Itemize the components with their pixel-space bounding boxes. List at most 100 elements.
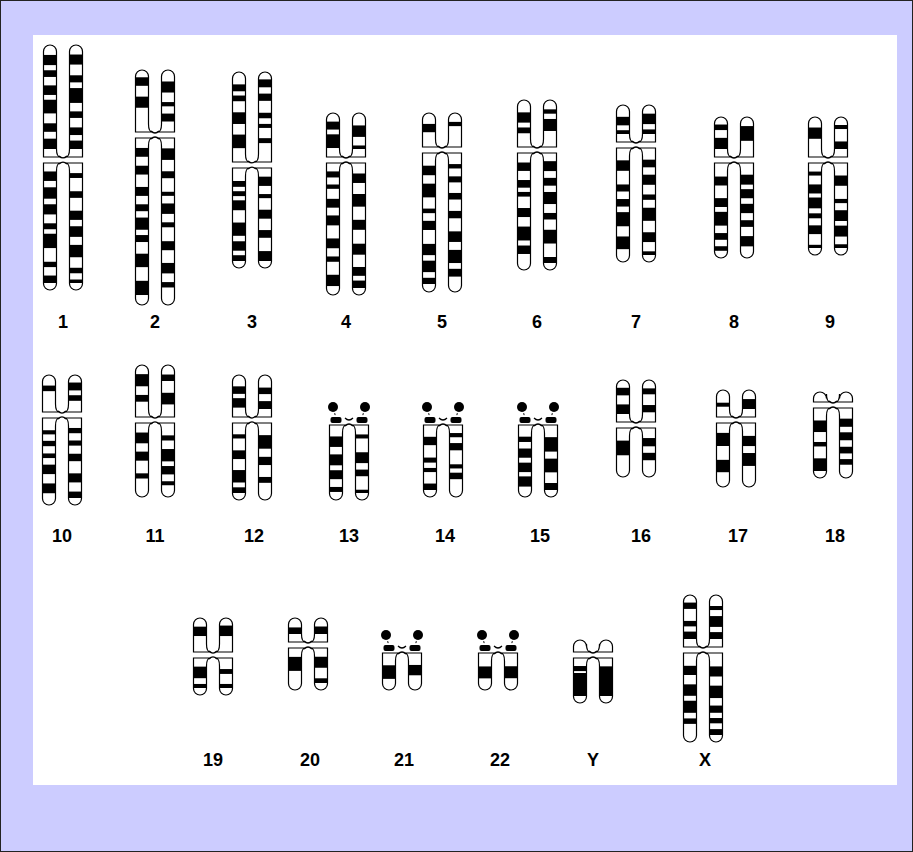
chromosome-band [717, 403, 730, 407]
chromatid-p-arm [136, 365, 153, 417]
chromatid-p-arm [44, 45, 61, 157]
chromosome-band [70, 226, 83, 237]
chromosome-band [544, 213, 557, 220]
chromosome-band [449, 269, 462, 277]
chromatid-p-arm [596, 640, 613, 652]
chromosome-band [327, 256, 340, 261]
chromosome-band [259, 210, 272, 219]
chromosome-band [315, 678, 328, 683]
chromosome-band [289, 627, 302, 634]
chromosome-band [70, 88, 83, 103]
chromosome-band [544, 230, 557, 244]
chromatid-q-arm [639, 148, 656, 262]
chromosome-band [315, 657, 328, 668]
chromosome-band [423, 278, 436, 284]
chromosome-number: 10 [52, 527, 72, 545]
chromosome-band [233, 181, 246, 187]
chromosome-band [70, 141, 83, 149]
chromosome-band [715, 198, 728, 207]
chromosome-band [574, 673, 587, 695]
chromosome-band [809, 184, 822, 193]
chromosome-band [162, 263, 175, 273]
chromosome-band [70, 211, 83, 220]
chromatid-q-arm [706, 653, 723, 742]
chromosome-band [600, 673, 613, 695]
chromatid-q-arm [684, 653, 701, 742]
chromosome-band [450, 443, 463, 450]
chromatid-q-arm [739, 423, 756, 487]
chromosome-band [162, 192, 175, 196]
chromosome-band [710, 616, 723, 627]
chromatid-p-arm [43, 375, 60, 412]
chromosome-band [710, 632, 723, 639]
chromatid-q-arm [831, 163, 848, 255]
chromosome-band [741, 126, 754, 141]
chromosome-band [233, 450, 246, 459]
chromosome-band [70, 245, 83, 257]
short-arm [480, 645, 491, 651]
chromosome-band [353, 244, 366, 255]
short-arm [451, 417, 462, 423]
chromosome-band [70, 55, 83, 65]
chromosome-band [353, 125, 366, 136]
chromosome-band [835, 210, 848, 221]
chromosome-band [44, 171, 57, 180]
chromosome-number: 18 [825, 527, 845, 545]
chromosome-band [136, 235, 149, 242]
chromosome-band [743, 399, 756, 409]
centromere [342, 156, 350, 164]
chromosome-number: 13 [339, 527, 359, 545]
chromatid-q-arm [405, 653, 422, 690]
chromosome-band [617, 184, 630, 191]
chromosome-band [814, 420, 827, 432]
chromosome-band [383, 665, 396, 679]
chromosome-band [518, 127, 531, 133]
centromere [151, 131, 159, 139]
chromatid-p-arm [831, 117, 848, 157]
chromosome-band [70, 111, 83, 118]
chromatid-q-arm [255, 168, 272, 268]
chromosome-number: 2 [150, 313, 160, 331]
chromosome-band [449, 164, 462, 168]
chromatid-q-arm [383, 653, 400, 690]
chromosome-band [259, 79, 272, 87]
chromosome-band [233, 84, 246, 91]
chromosome-band [70, 191, 83, 198]
chromosome-band [710, 718, 723, 723]
chromosome-number: 7 [631, 313, 641, 331]
chromosome-band [544, 192, 557, 204]
chromosome-number: 22 [490, 751, 510, 769]
chromosome-band [136, 254, 149, 267]
chromosome-band [423, 124, 436, 132]
chromatid-q-arm [43, 418, 60, 505]
chromosome-band [809, 172, 822, 176]
centromere [438, 146, 446, 154]
chromosome-band [353, 267, 366, 276]
chromosome-band [136, 148, 149, 157]
chromosome-band [715, 246, 728, 251]
chromosome-band [710, 706, 723, 713]
satellite-dot [381, 630, 391, 640]
chromatid-p-arm [65, 375, 82, 412]
chromatid-p-arm [617, 105, 634, 142]
chromosome-band [617, 212, 630, 226]
chromosome-band [330, 436, 343, 446]
chromosome-band [327, 275, 340, 286]
short-arm [331, 417, 342, 423]
chromosome-band [43, 430, 56, 434]
chromosome-band [519, 476, 532, 486]
chromosome-band [220, 684, 233, 688]
chromosome-band [684, 701, 697, 713]
chromosome-band [423, 209, 436, 214]
chromosome-band [162, 282, 175, 287]
chromatid-p-arm [739, 390, 756, 417]
centromere [248, 416, 256, 424]
chromosome-band [162, 481, 175, 485]
chromosome-band [162, 449, 175, 461]
chromosome-band [814, 442, 827, 446]
chromosome-band [233, 223, 246, 236]
satellite-dot [454, 402, 464, 412]
chromosome-band [809, 128, 822, 139]
chromosome-band [69, 395, 82, 401]
